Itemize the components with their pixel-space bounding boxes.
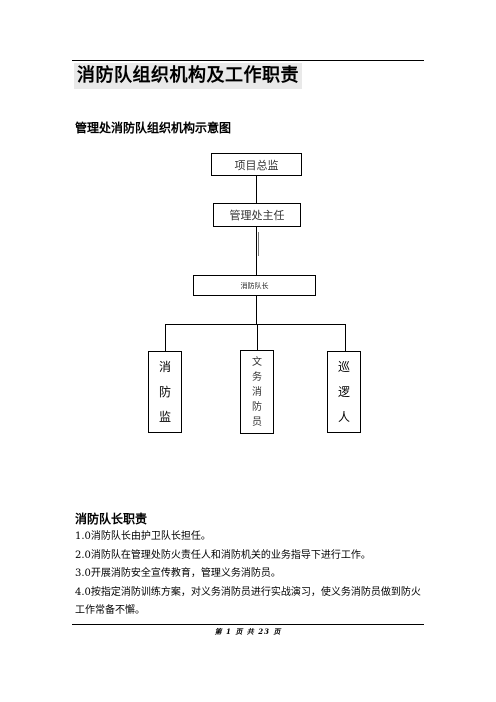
chart-subtitle: 管理处消防队组织机构示意图 <box>75 121 232 135</box>
duty-item: 2.0消防队在管理处防火责任人和消防机关的业务指导下进行工作。 <box>75 549 371 561</box>
connector-line <box>165 324 166 351</box>
team-captain-box: 消防队长 <box>193 275 316 296</box>
patrol-box: 巡 逻 人 <box>327 351 361 433</box>
volunteer-char: 消 <box>252 386 262 398</box>
volunteer-char: 防 <box>252 401 262 413</box>
duty-item: 3.0开展消防安全宣传教育，管理义务消防员。 <box>75 568 281 579</box>
connector-line <box>256 227 257 275</box>
duty-item: 1.0消防队长由护卫队长担任。 <box>75 531 211 542</box>
fire-monitor-char: 防 <box>158 384 171 399</box>
page-number: 第 1 页 共 23 页 <box>214 627 282 636</box>
header-rule <box>72 60 424 61</box>
duties-list: 1.0消防队长由护卫队长担任。 2.0消防队在管理处防火责任人和消防机关的业务指… <box>75 528 425 621</box>
office-director-box: 管理处主任 <box>213 203 301 227</box>
connector-line <box>257 324 258 350</box>
patrol-char: 逻 <box>337 384 350 399</box>
fire-monitor-char: 监 <box>158 409 171 424</box>
fire-monitor-box: 消 防 监 <box>148 351 182 433</box>
connector-line <box>256 296 257 324</box>
volunteer-char: 文 <box>252 356 262 368</box>
fire-monitor-char: 消 <box>158 359 171 374</box>
patrol-char: 人 <box>337 409 350 424</box>
volunteer-char: 员 <box>252 416 262 428</box>
branch-line <box>165 324 346 325</box>
page-title: 消防队组织机构及工作职责 <box>74 63 302 89</box>
project-supervisor-box: 项目总监 <box>211 153 302 176</box>
footer-rule <box>72 624 424 625</box>
connector-line <box>258 232 259 256</box>
duty-item: 4.0按指定消防训练方案，对义务消防员进行实战演习，使义务消防员做到防火工作常备… <box>75 586 421 617</box>
patrol-char: 巡 <box>337 359 350 374</box>
volunteer-firefighter-box: 文 务 消 防 员 <box>240 350 274 434</box>
volunteer-char: 务 <box>252 371 262 383</box>
connector-line <box>256 176 257 203</box>
connector-line <box>345 324 346 351</box>
duties-heading: 消防队长职责 <box>75 512 148 526</box>
